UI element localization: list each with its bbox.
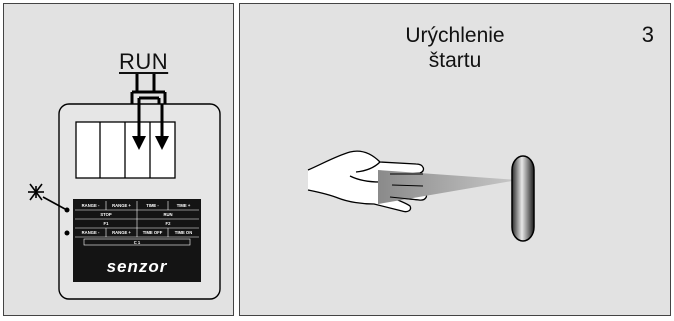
device-brand: senzor (107, 257, 168, 276)
display-label: TIME ON (175, 230, 192, 235)
step-number: 3 (641, 22, 654, 47)
right-panel: Urýchlenie štartu 3 (239, 3, 671, 316)
display-label: RANGE - (82, 230, 100, 235)
button-block (75, 121, 176, 179)
display-label: RANGE + (112, 230, 131, 235)
press-arrows (132, 104, 169, 150)
display-label: STOP (100, 212, 112, 217)
led-top (64, 207, 70, 213)
display-label: RANGE - (82, 203, 100, 208)
title-line2: štartu (428, 49, 482, 72)
sensor-beam (378, 170, 518, 204)
display-label: RANGE + (112, 203, 131, 208)
run-label: RUN (119, 49, 169, 74)
display-label: F1 (104, 221, 110, 226)
sensor-icon (511, 155, 535, 242)
display-label: TIME - (146, 203, 159, 208)
led-bottom (64, 230, 70, 236)
display-label: TIME OFF (143, 230, 163, 235)
sensor-illustration (307, 150, 535, 242)
display-small-label: C 1 (134, 240, 141, 245)
display-label: RUN (163, 212, 172, 217)
sparkle-led-icon (28, 183, 66, 210)
display-label: F2 (166, 221, 172, 226)
title-line1: Urýchlenie (405, 24, 505, 47)
left-panel: RUN (3, 3, 234, 316)
display-label: TIME + (177, 203, 191, 208)
